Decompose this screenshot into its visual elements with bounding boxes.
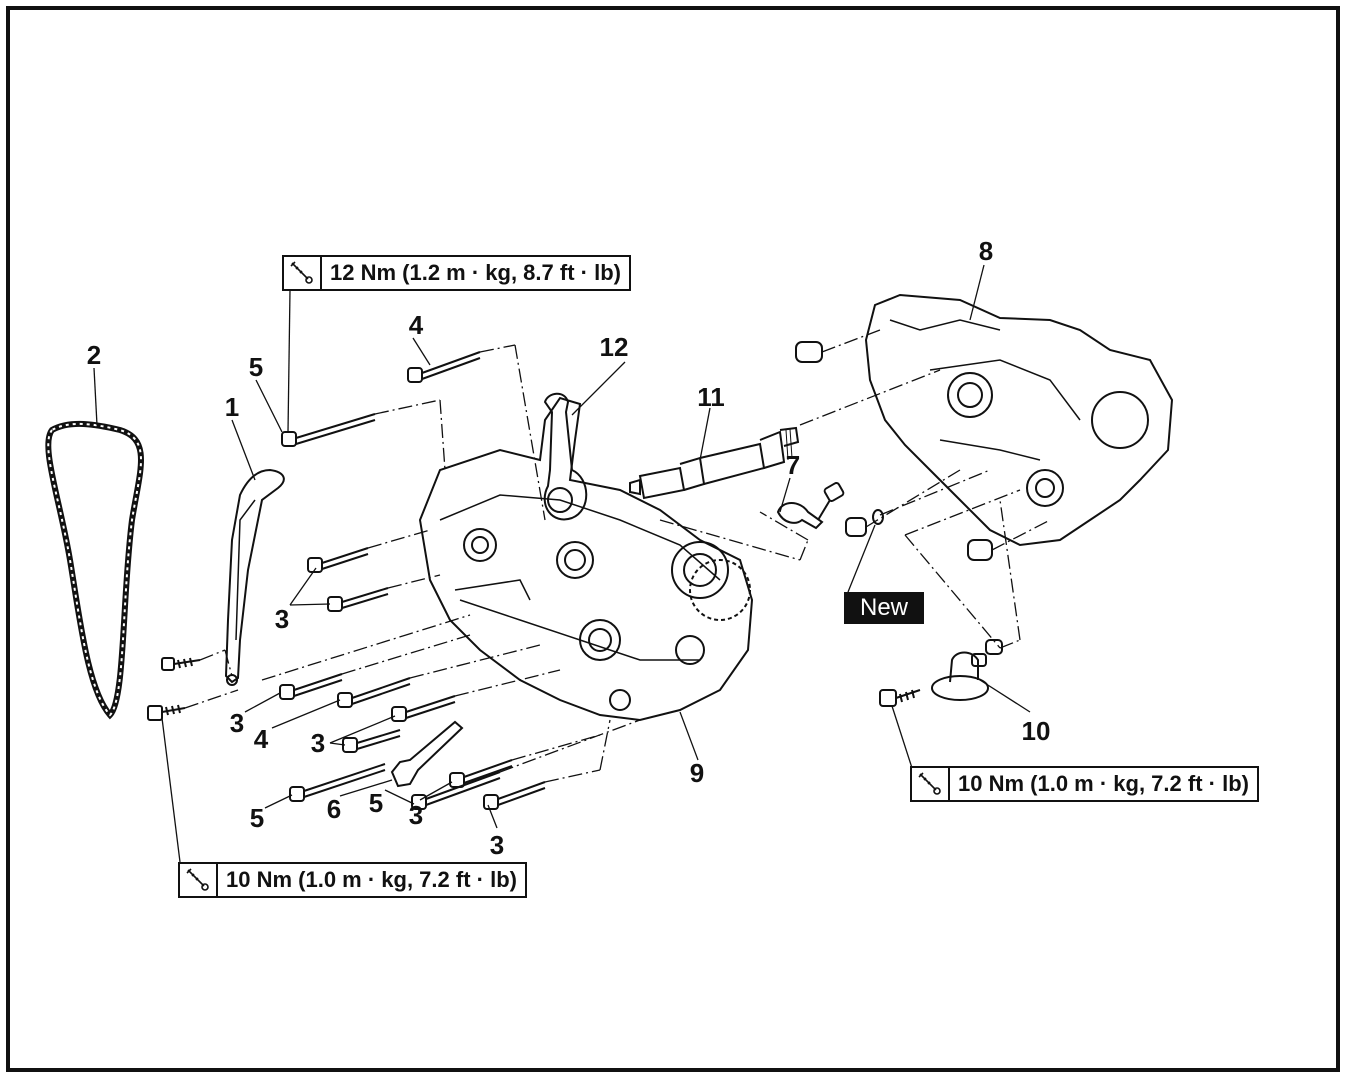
- torque-wrench-icon: [180, 864, 218, 896]
- callout-5: 5: [250, 803, 264, 833]
- connecting-rod: [543, 392, 588, 521]
- torque-value: 10 Nm (1.0 m · kg, 7.2 ft · lb): [226, 867, 517, 892]
- callout-12: 12: [600, 332, 629, 362]
- callout-3: 3: [409, 800, 423, 830]
- callout-2: 2: [87, 340, 101, 370]
- bolt-5-b: [289, 763, 386, 802]
- callout-9: 9: [690, 758, 704, 788]
- retainer-bolt: [817, 482, 845, 521]
- callout-3: 3: [230, 708, 244, 738]
- retainer-plate: [776, 502, 824, 530]
- diagram-frame: [6, 6, 1340, 1072]
- callout-6: 6: [327, 794, 341, 824]
- strainer-bolt: [879, 689, 921, 707]
- main-shaft: [629, 426, 800, 500]
- callout-3: 3: [490, 830, 504, 860]
- bolt-3-d: [391, 695, 456, 722]
- torque-spec-bottom-right: 10 Nm (1.0 m · kg, 7.2 ft · lb): [910, 766, 1259, 802]
- callout-1: 1: [225, 392, 239, 422]
- callout-5: 5: [369, 788, 383, 818]
- right-crankcase: [864, 293, 1174, 547]
- guide-bolt-lower: [147, 704, 186, 721]
- dowel-pin: [795, 341, 823, 363]
- bolt-3-b: [327, 587, 389, 612]
- callout-7: 7: [786, 450, 800, 480]
- bracket: [390, 720, 464, 788]
- callout-4: 4: [409, 310, 424, 340]
- torque-value: 12 Nm (1.2 m · kg, 8.7 ft · lb): [330, 260, 621, 285]
- torque-wrench-icon: [284, 257, 322, 289]
- bolt-3-a: [307, 547, 369, 573]
- torque-spec-bottom-left: 10 Nm (1.0 m · kg, 7.2 ft · lb): [178, 862, 527, 898]
- bolt-5-c: [411, 771, 501, 810]
- bolt-3-c: [279, 673, 343, 700]
- bolt-3-g: [483, 781, 546, 810]
- dowel-pin: [967, 539, 993, 561]
- bolt-4-top: [407, 351, 481, 383]
- torque-spec-top: 12 Nm (1.2 m · kg, 8.7 ft · lb): [282, 255, 631, 291]
- bolt-3-f: [449, 759, 513, 788]
- cam-chain: [45, 420, 144, 720]
- torque-wrench-icon: [912, 768, 950, 800]
- callout-10: 10: [1022, 716, 1051, 746]
- callout-11: 11: [697, 382, 725, 412]
- callout-5: 5: [249, 352, 263, 382]
- chain-guide: [224, 468, 285, 684]
- callout-3: 3: [275, 604, 289, 634]
- guide-bolt-upper: [161, 657, 201, 671]
- callout-8: 8: [979, 236, 993, 266]
- callout-3: 3: [311, 728, 325, 758]
- torque-value: 10 Nm (1.0 m · kg, 7.2 ft · lb): [958, 771, 1249, 796]
- oil-strainer: [931, 651, 989, 701]
- callout-4: 4: [254, 724, 269, 754]
- bolt-4-b: [337, 677, 411, 708]
- leader-lines: [93, 264, 1051, 863]
- new-part-badge: New: [844, 592, 924, 624]
- bolt-5-top: [281, 413, 376, 447]
- bolt-3-e: [342, 729, 401, 753]
- dowel-pin: [845, 517, 867, 537]
